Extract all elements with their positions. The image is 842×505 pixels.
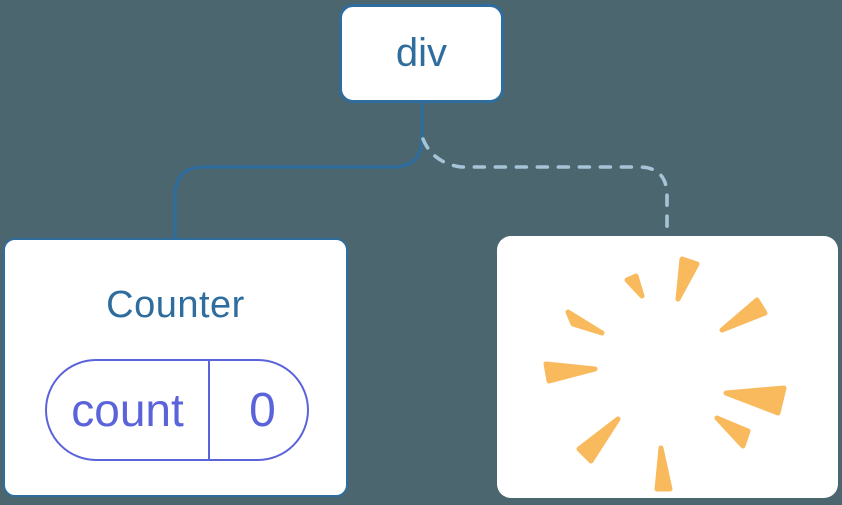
edge-dashed-div-to-removed	[421, 137, 669, 238]
node-counter-title: Counter	[106, 284, 245, 326]
state-value-label: 0	[249, 383, 276, 437]
node-counter: Counter count 0	[3, 238, 348, 497]
state-key-label: count	[71, 384, 184, 436]
node-removed	[497, 236, 838, 498]
node-div-label: div	[395, 31, 448, 75]
node-div: div	[339, 4, 504, 103]
poof-burst-icon	[543, 256, 787, 492]
state-pill: count 0	[45, 359, 309, 461]
edge-solid-div-to-counter	[173, 101, 424, 241]
state-pill-divider	[208, 361, 210, 459]
